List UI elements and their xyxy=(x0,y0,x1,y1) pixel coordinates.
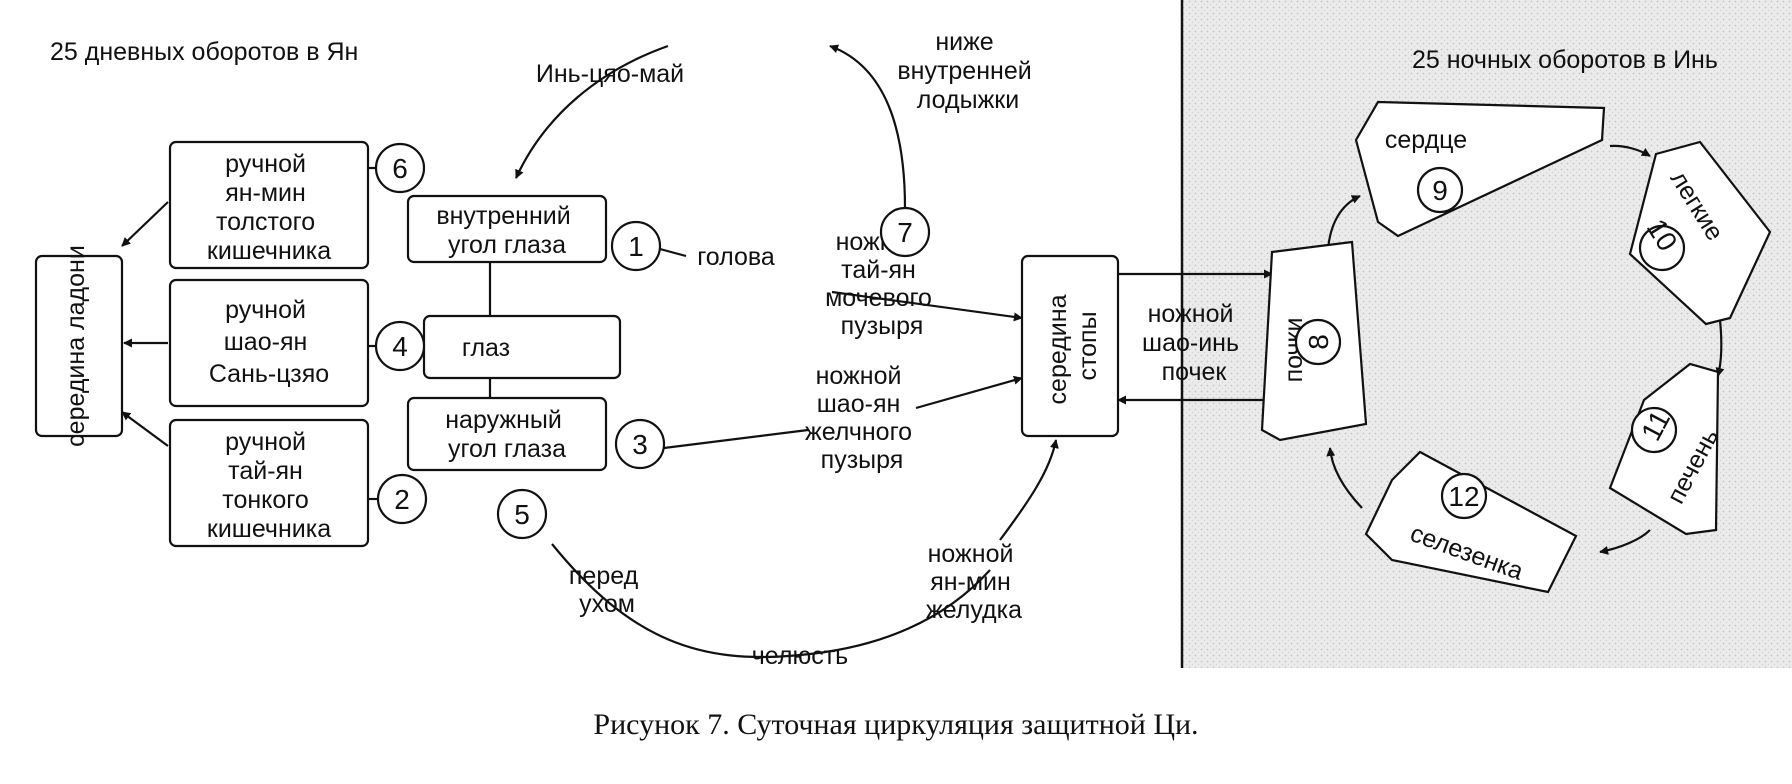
link-3-gallbladder xyxy=(663,428,809,450)
node-3: 3 xyxy=(614,418,666,470)
node-4: 4 xyxy=(374,320,426,372)
inner-canthus-box xyxy=(406,194,608,264)
sanjiao-label: ручной шао-ян Сань-цзяо xyxy=(209,296,329,388)
node-6: 6 xyxy=(374,142,426,194)
heart-label: сердце xyxy=(1385,126,1467,154)
kidney-channel-label: ножной шао-инь почек xyxy=(1142,300,1246,386)
node-5: 5 xyxy=(496,488,548,540)
yang-title: 25 дневных оборотов в Ян xyxy=(50,38,358,66)
arrow-large-intestine-palm xyxy=(121,201,169,247)
link-1-head xyxy=(659,247,687,258)
node-9: 9 xyxy=(1416,166,1464,214)
before-ear-label: перед ухом xyxy=(569,562,645,618)
svg-text:4: 4 xyxy=(392,331,408,362)
svg-text:6: 6 xyxy=(392,153,408,184)
svg-text:8: 8 xyxy=(1303,334,1334,350)
gallbladder-label: ножной шао-ян желчного пузыря xyxy=(805,362,919,474)
arrow-yinqiao-to-inner-canthus xyxy=(515,44,669,179)
svg-text:7: 7 xyxy=(897,217,913,248)
svg-text:1: 1 xyxy=(628,231,644,262)
yin-title: 25 ночных оборотов в Инь xyxy=(1412,46,1718,74)
small-intestine-label: ручной тай-ян тонкого кишечника xyxy=(207,428,331,543)
arrow-gallbladder-to-sole xyxy=(915,375,1023,410)
sanjiao-box xyxy=(168,278,370,408)
svg-text:3: 3 xyxy=(632,429,648,460)
small-intestine-box xyxy=(168,418,370,548)
outer-canthus-box xyxy=(406,396,608,472)
arrow-below-ankle-to-7 xyxy=(829,44,907,209)
arrow-stomach-to-sole xyxy=(999,439,1059,541)
arrow-bladder-to-sole xyxy=(831,290,1023,322)
jaw-label: челюсть xyxy=(752,642,848,670)
large-intestine-label: ручной ян-мин толстого кишечника xyxy=(207,150,331,265)
eye-label: глаз xyxy=(462,334,510,362)
svg-text:12: 12 xyxy=(1448,481,1479,512)
outer-canthus-label: наружный угол глаза xyxy=(445,406,569,463)
head-label: голова xyxy=(697,243,775,271)
spleen-box xyxy=(1364,450,1578,594)
large-intestine-box xyxy=(168,140,370,270)
sole-label: середина стопы xyxy=(1044,288,1102,405)
node-7: 7 xyxy=(879,206,931,258)
arrow-heart-to-lungs xyxy=(1609,144,1651,157)
inner-canthus-label: внутренний угол глаза xyxy=(436,202,577,259)
eye-box xyxy=(422,314,622,380)
below-ankle-label: ниже внутренней лодыжки xyxy=(897,28,1038,114)
arrow-liver-to-spleen xyxy=(1599,529,1651,555)
sole-box xyxy=(1020,254,1120,438)
svg-text:9: 9 xyxy=(1432,175,1448,206)
yinqiao-label: Инь-цяо-май xyxy=(536,60,684,88)
node-2: 2 xyxy=(376,473,428,525)
figure-caption: Рисунок 7. Суточная циркуляция защитной … xyxy=(593,708,1198,741)
node-1: 1 xyxy=(610,220,662,272)
node-8: 8 xyxy=(1294,318,1342,366)
arrow-small-intestine-palm xyxy=(121,411,169,447)
arrow-spleen-to-kidneys xyxy=(1326,447,1363,509)
lungs-box xyxy=(1628,140,1772,326)
stomach-label: ножной ян-мин желудка xyxy=(926,540,1022,624)
palm-label: середина ладони xyxy=(62,245,90,447)
node-12: 12 xyxy=(1440,472,1488,520)
svg-text:5: 5 xyxy=(514,499,530,530)
heart-box xyxy=(1354,100,1606,238)
svg-text:2: 2 xyxy=(394,484,410,515)
arc-jaw-stomach xyxy=(551,543,991,659)
arrow-kidneys-to-heart xyxy=(1326,194,1361,251)
palm-box xyxy=(34,254,124,438)
